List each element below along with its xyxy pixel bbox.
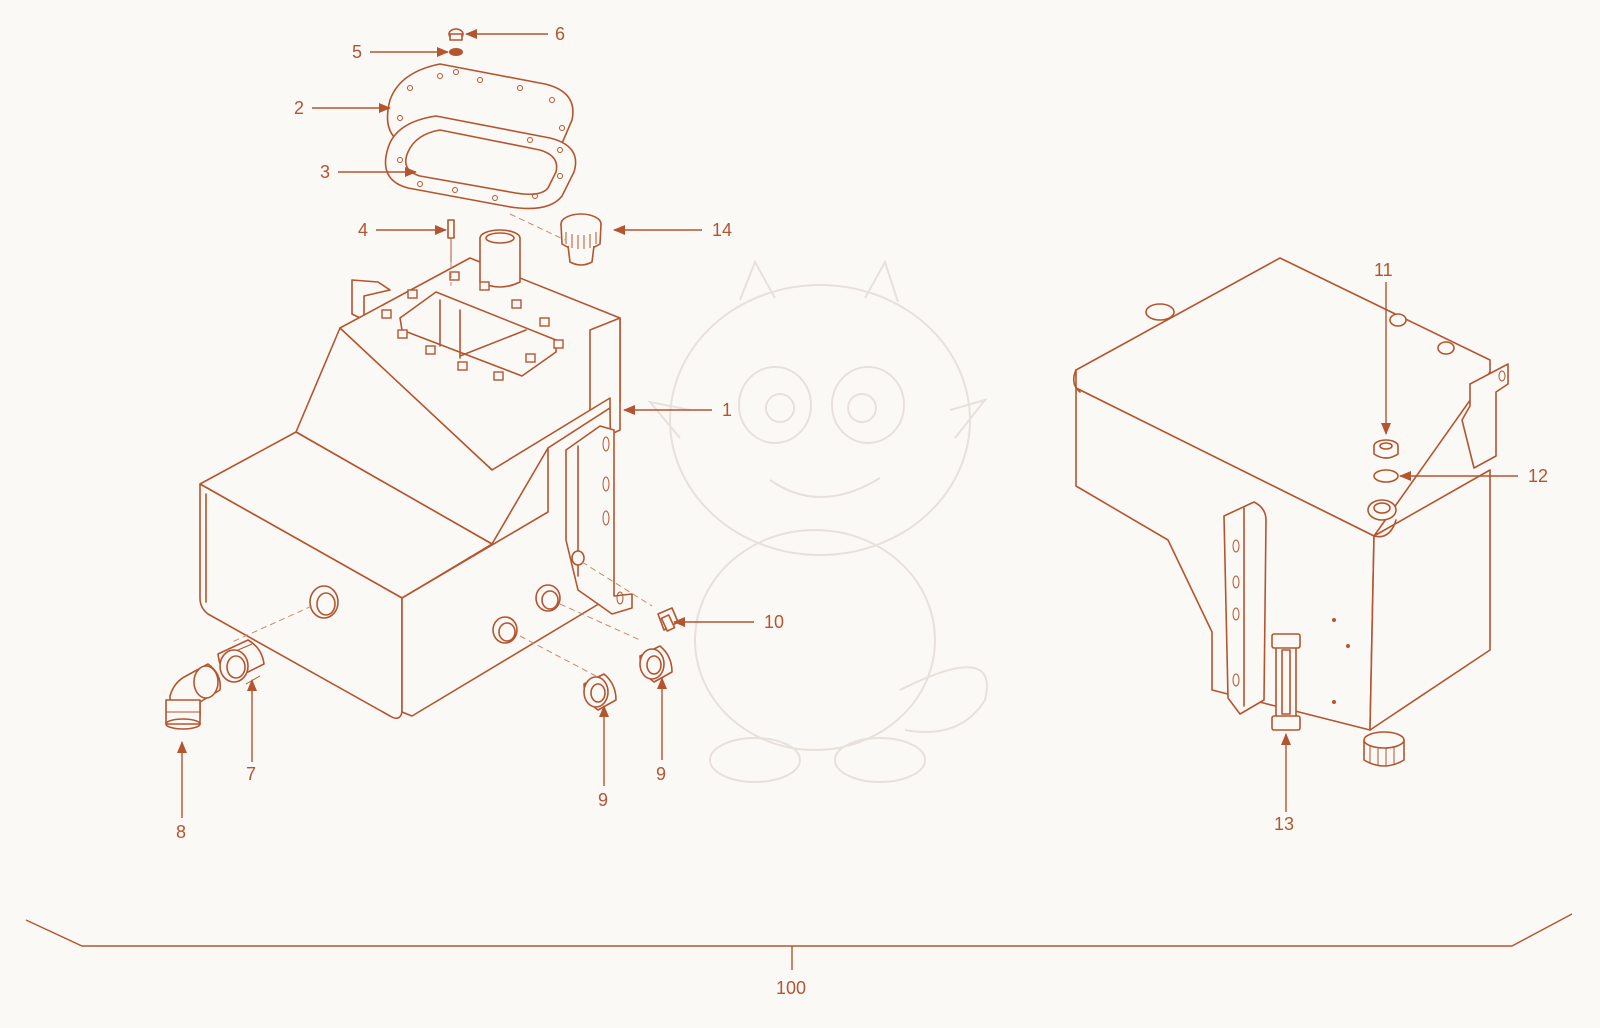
callout-3: 3: [320, 162, 330, 182]
callout-9-left: 9: [598, 790, 608, 810]
assembly-bracket: [25, 913, 1573, 947]
part-11-plug: [1373, 439, 1399, 459]
callout-7: 7: [246, 764, 256, 784]
part-1-tank-body: [199, 229, 633, 720]
callout-9-right: 9: [656, 764, 666, 784]
part-10-valve: [657, 607, 679, 632]
right-tank-assembly: [1072, 257, 1509, 767]
callout-6: 6: [555, 24, 565, 44]
callout-12: 12: [1528, 466, 1548, 486]
callout-5: 5: [352, 42, 362, 62]
part-13-sight-gauge: [1271, 633, 1301, 731]
leader-lines: [177, 29, 1518, 818]
part-14-filler-cap: [560, 213, 602, 266]
part-5-washer: [449, 48, 463, 56]
callout-11: 11: [1374, 260, 1393, 280]
callout-14: 14: [712, 220, 732, 240]
tank-foot: [1363, 731, 1405, 767]
part-9-fitting-left: [583, 673, 617, 711]
callout-2: 2: [294, 98, 304, 118]
part-3-gasket: [384, 115, 577, 210]
part-7-adapter: [217, 639, 265, 685]
dragon-watermark-icon: [647, 259, 988, 783]
callout-13: 13: [1274, 814, 1294, 834]
callout-1: 1: [722, 400, 732, 420]
callout-100: 100: [776, 978, 806, 998]
part-8-elbow: [165, 663, 222, 730]
left-tank-assembly: [165, 28, 679, 730]
callout-10: 10: [764, 612, 784, 632]
callout-4: 4: [358, 220, 368, 240]
part-9-fitting-right: [639, 645, 673, 683]
callout-labels: 6 5 2 3 4 14 1 10 7 8 9 9 11 12 13 100: [176, 24, 1548, 998]
tank-ports: [309, 550, 585, 644]
callout-8: 8: [176, 822, 186, 842]
part-6-nut: [448, 28, 464, 41]
part-12-o-ring: [1373, 469, 1399, 483]
